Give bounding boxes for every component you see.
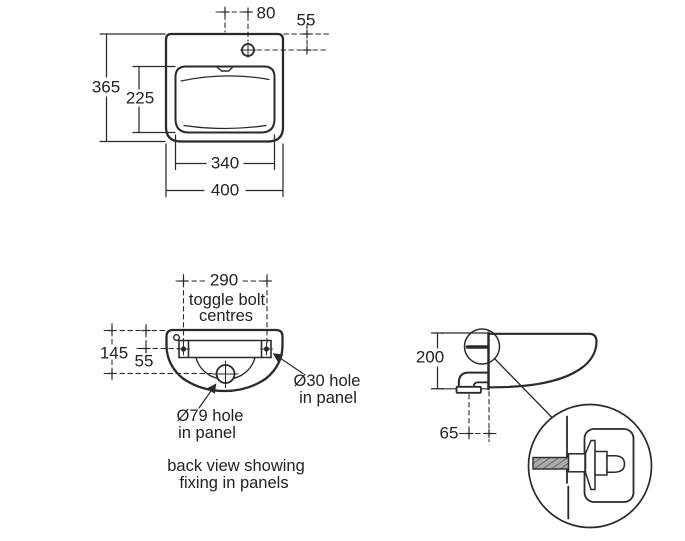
detail-view	[527, 403, 653, 529]
waste-hole-crosshair	[212, 360, 239, 388]
overflow-notch	[215, 65, 235, 72]
hole79-label-line2: in panel	[178, 423, 236, 442]
panel-edge-line	[566, 415, 570, 520]
plan-dim-ticks	[220, 7, 312, 55]
dim-365-lines	[99, 33, 166, 143]
dim-290-label: 290	[209, 270, 239, 290]
hole79-label-line1: Ø79 hole	[176, 406, 244, 425]
dim-365-label: 365	[91, 77, 121, 97]
threaded-rod	[532, 456, 570, 470]
dim-225-lines	[132, 65, 176, 134]
bowl-outline	[174, 65, 276, 134]
toggle-bolt-right	[260, 342, 273, 356]
toggle-bolt-label-line2: centres	[198, 306, 254, 325]
bowl-back-contour	[180, 75, 270, 82]
dim-55-back-label: 55	[134, 351, 154, 371]
dim-340-lines	[174, 134, 276, 171]
dim-400-lines	[165, 143, 284, 198]
back-outline	[165, 328, 284, 393]
profile-outline	[487, 332, 598, 389]
leader-hole30	[272, 353, 304, 375]
hole30-label-line1: Ø30 hole	[293, 371, 361, 390]
dim-145-55-ticks	[107, 325, 151, 379]
detail-indicator-circle	[463, 328, 501, 365]
leader-hole79	[198, 383, 217, 409]
plan-view	[99, 6, 330, 198]
dim-290-ticks	[178, 276, 272, 286]
bolt-dome-end	[606, 455, 626, 473]
dim-145-label: 145	[99, 343, 129, 363]
back-view-caption-line1: back view showing	[167, 456, 305, 475]
bolt-spacer	[567, 453, 586, 473]
outlet-flange	[455, 385, 482, 394]
dim-225-label: 225	[125, 88, 155, 108]
back-view	[103, 273, 304, 409]
dim-400-label: 400	[210, 180, 240, 200]
hex-nut	[594, 450, 608, 476]
dim-65-label: 65	[439, 423, 459, 443]
dim-200-label: 200	[415, 347, 445, 367]
detail-leader-line	[493, 357, 553, 418]
cone-washer	[584, 439, 596, 491]
dim-340-label: 340	[210, 153, 240, 173]
dim-80-label: 80	[256, 3, 276, 23]
outlet-pipe-outer	[457, 371, 489, 388]
basin-outline	[164, 32, 285, 143]
bowl-front-contour	[183, 124, 267, 130]
small-fixing-hole	[172, 334, 180, 342]
dim-65-ticks	[464, 428, 494, 439]
toggle-bolt-label-line1: toggle bolt	[188, 290, 266, 309]
dim-200-line	[430, 332, 445, 390]
side-view	[430, 328, 598, 443]
toggle-bolt-left	[177, 342, 190, 356]
dim-55-top-label: 55	[296, 10, 316, 30]
hole30-label-line2: in panel	[299, 388, 357, 407]
back-view-caption-line2: fixing in panels	[179, 473, 289, 492]
tap-hole-crosshair	[240, 42, 256, 58]
